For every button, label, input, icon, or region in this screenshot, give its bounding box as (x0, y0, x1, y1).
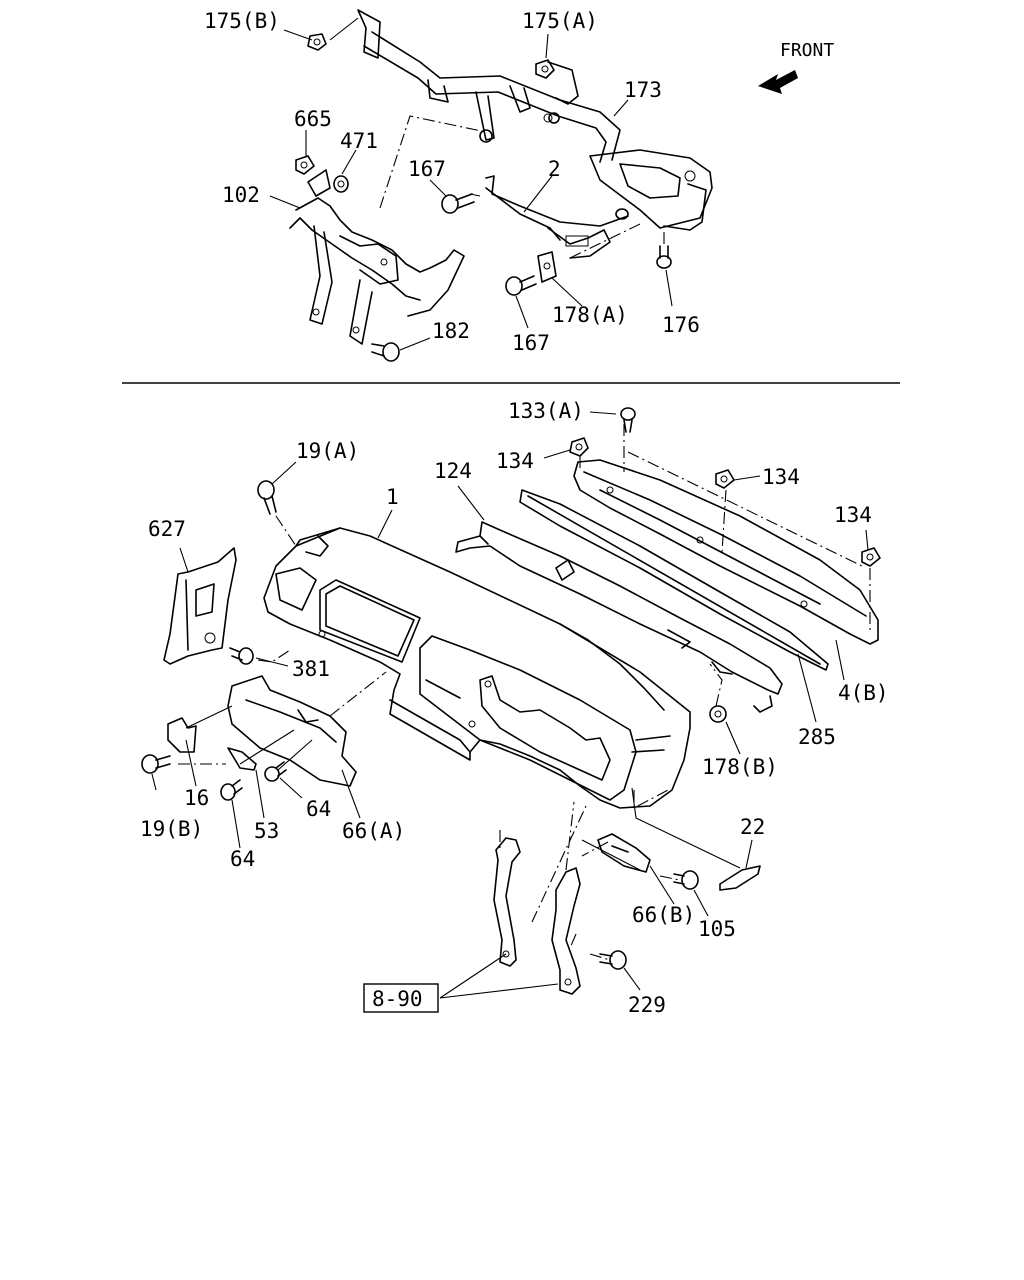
callout-175a: 175(A) (522, 9, 598, 33)
front-indicator: FRONT (758, 40, 834, 94)
cross-car-beam (357, 9, 713, 231)
callout-8-90: 8-90 (372, 987, 423, 1011)
callout-134-right: 134 (834, 503, 872, 527)
fasteners-lower (141, 407, 881, 970)
callout-229: 229 (628, 993, 666, 1017)
switch-66b (597, 833, 651, 873)
bar-124 (455, 521, 783, 713)
side-panel-627 (163, 547, 237, 665)
bolt-64a-icon (220, 779, 243, 801)
bolt-19b-icon (141, 754, 171, 774)
nut-134b-icon (715, 469, 735, 489)
strip-285 (519, 489, 829, 671)
callout-175b: 175(B) (204, 9, 280, 33)
callout-285: 285 (798, 725, 836, 749)
bolt-upper-mid-icon (479, 129, 493, 143)
callout-64-left: 64 (230, 847, 255, 871)
label-plate-22 (719, 865, 761, 891)
callout-178b: 178(B) (702, 755, 778, 779)
callout-178a: 178(A) (552, 303, 628, 327)
front-arrow-icon (758, 70, 798, 94)
screw-133a-icon (620, 407, 636, 433)
bolt-167b-icon (505, 275, 537, 296)
callout-124: 124 (434, 459, 472, 483)
callout-167-top: 167 (408, 157, 446, 181)
bolt-upper-mid2-icon (548, 112, 560, 124)
bolt-upper-right-icon (615, 208, 629, 220)
callout-64-right: 64 (306, 797, 331, 821)
callout-627: 627 (148, 517, 186, 541)
callout-176: 176 (662, 313, 700, 337)
callouts-upper: 175(B) 175(A) 173 665 471 167 2 102 178(… (204, 9, 700, 355)
nut-175a-icon (535, 59, 555, 79)
brackets-8-90 (493, 837, 581, 995)
callout-471: 471 (340, 129, 378, 153)
bracket-2 (485, 175, 629, 259)
callout-2: 2 (548, 157, 561, 181)
bracket-16 (167, 717, 197, 753)
bolt-19a-icon (257, 480, 277, 515)
callout-381: 381 (292, 657, 330, 681)
bolt-64b-icon (264, 761, 287, 782)
fasteners-upper (295, 33, 672, 362)
nut-665-icon (295, 155, 315, 175)
callout-4b: 4(B) (838, 681, 889, 705)
callout-133a: 133(A) (508, 399, 584, 423)
callout-16: 16 (184, 786, 209, 810)
bolt-167a-icon (441, 193, 475, 214)
washer-471-icon (333, 175, 349, 193)
screw-381-icon (229, 647, 254, 665)
bolt-176-icon (656, 245, 672, 269)
callout-53: 53 (254, 819, 279, 843)
nut-134c-icon (861, 547, 881, 567)
callout-173: 173 (624, 78, 662, 102)
callout-105: 105 (698, 917, 736, 941)
dashboard-panel (263, 527, 691, 809)
bolt-229-icon (599, 950, 627, 970)
leaders-upper (269, 17, 673, 351)
bracket-102 (289, 169, 465, 345)
bracket-53 (227, 747, 257, 771)
callout-182: 182 (432, 319, 470, 343)
callout-66b: 66(B) (632, 903, 695, 927)
callout-102: 102 (222, 183, 260, 207)
washer-178b-icon (709, 705, 727, 723)
defroster-4b (573, 459, 879, 645)
bolt-182-icon (371, 342, 400, 362)
clip-178a-icon (537, 251, 557, 283)
callout-134-left: 134 (496, 449, 534, 473)
callout-19b: 19(B) (140, 817, 203, 841)
front-label: FRONT (780, 40, 834, 61)
nut-175b-icon (307, 33, 327, 51)
bracket-66a (227, 675, 357, 787)
callout-665: 665 (294, 107, 332, 131)
leaders-lower (151, 411, 871, 999)
callout-66a: 66(A) (342, 819, 405, 843)
callout-19a: 19(A) (296, 439, 359, 463)
callout-8-90-box: 8-90 (363, 983, 439, 1013)
callout-22: 22 (740, 815, 765, 839)
callout-134-mid: 134 (762, 465, 800, 489)
callout-167-bottom: 167 (512, 331, 550, 355)
nut-134a-icon (569, 437, 589, 457)
callouts-lower: 133(A) 134 134 134 124 19(A) 1 627 381 4… (140, 399, 889, 1017)
callout-1: 1 (386, 485, 399, 509)
bolt-105-icon (673, 870, 699, 890)
